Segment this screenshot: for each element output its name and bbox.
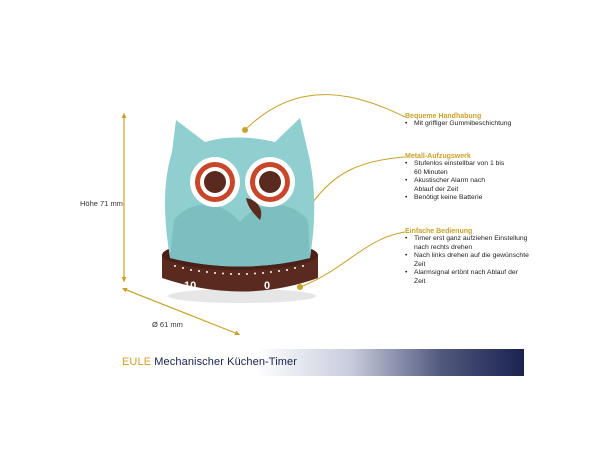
diameter-label: Ø 61 mm: [152, 320, 183, 329]
feature-bullets: Timer erst ganz aufziehen Einstellung na…: [405, 235, 529, 287]
feature-bullets: Mit griffiger Gummibeschichtung: [405, 120, 590, 129]
pointer-line-handhabung: [244, 94, 406, 131]
pointer-dot-handhabung: [242, 127, 248, 133]
feature-bullet: Stufenlos einstellbar von 1 bis 60 Minut…: [405, 160, 505, 177]
feature-bullet: Nach links drehen auf die gewünschte Zei…: [405, 252, 529, 269]
product-title-accent: EULE: [122, 356, 152, 368]
pointer-dot-bedienung: [297, 284, 303, 290]
feature-aufzugswerk: Metall-Aufzugswerk Stufenlos einstellbar…: [405, 153, 505, 203]
feature-title: Bequeme Handhabung: [405, 113, 482, 120]
dial-number-10: 10: [184, 280, 197, 292]
owl-timer-image: [162, 118, 318, 303]
feature-bullet: Akustischer Alarm nach Ablauf der Zeit: [405, 177, 505, 194]
pointer-line-bedienung: [299, 231, 406, 288]
feature-bullet: Mit griffiger Gummibeschichtung: [405, 120, 590, 129]
feature-handhabung: Bequeme Handhabung Mit griffiger Gummibe…: [405, 113, 590, 129]
title-bar: [112, 349, 524, 376]
feature-bullet: Benötigt keine Batterie: [405, 194, 505, 203]
feature-bullet: Alarmsignal ertönt nach Ablauf der Zeit: [405, 269, 529, 286]
feature-title: Metall-Aufzugswerk: [405, 153, 471, 160]
diameter-arrow: [121, 287, 241, 336]
product-title: EULE Mechanischer Küchen-Timer: [122, 356, 297, 368]
feature-bedienung: Einfache Bedienung Timer erst ganz aufzi…: [405, 228, 529, 287]
dial-number-0: 0: [264, 280, 271, 292]
height-label: Höhe 71 mm: [80, 199, 123, 208]
feature-bullets: Stufenlos einstellbar von 1 bis 60 Minut…: [405, 160, 505, 203]
feature-title: Einfache Bedienung: [405, 228, 473, 235]
feature-bullet: Timer erst ganz aufziehen Einstellung na…: [405, 235, 529, 252]
product-title-rest: Mechanischer Küchen-Timer: [154, 356, 297, 368]
